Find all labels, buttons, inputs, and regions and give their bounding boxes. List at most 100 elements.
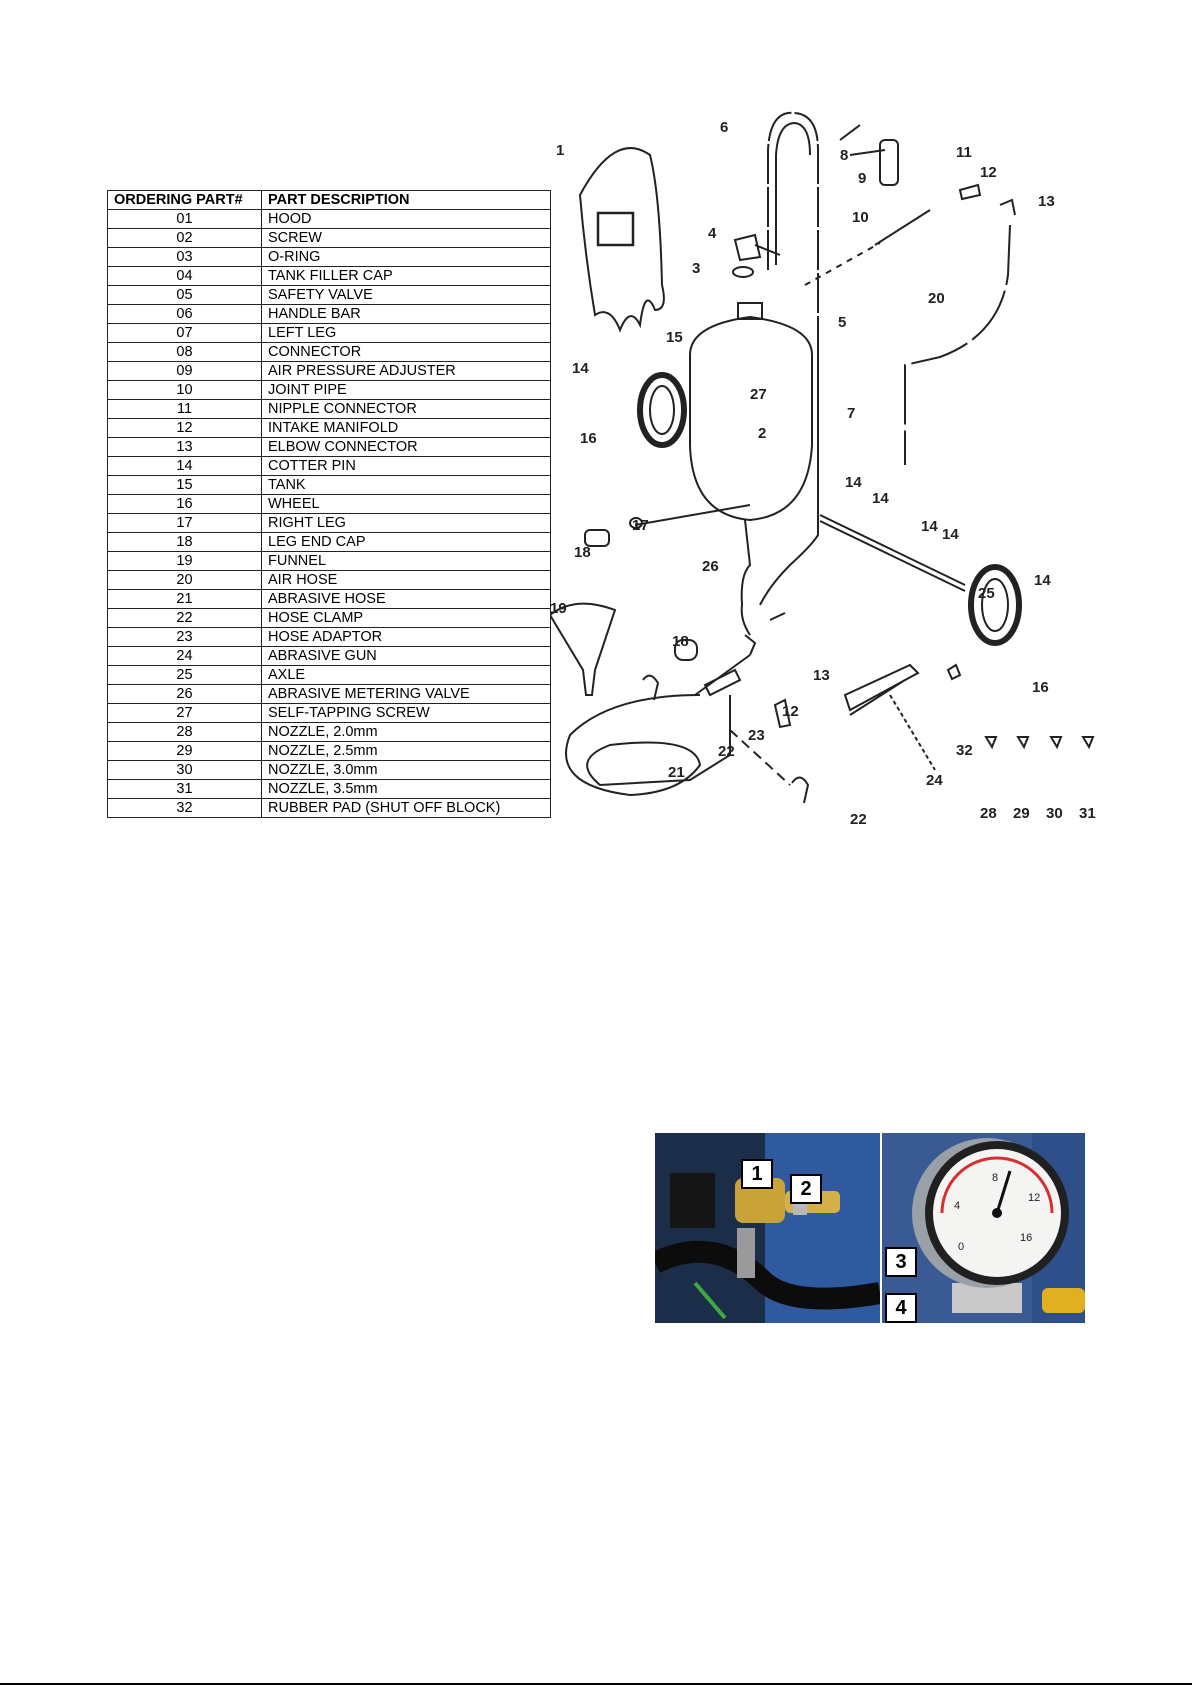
callout-14-d: 14 <box>921 518 938 535</box>
hood-window <box>596 211 635 247</box>
callout-14-left: 14 <box>572 360 589 377</box>
leg-end-cap-right <box>629 517 643 529</box>
photo-pressure-gauge-art: 0 4 8 12 16 <box>882 1133 1085 1323</box>
tank-drawing <box>689 315 813 522</box>
part-description-cell: INTAKE MANIFOLD <box>261 418 551 438</box>
header-part-number: ORDERING PART# <box>107 190 262 210</box>
photo-tag-3: 3 <box>885 1247 917 1277</box>
callout-25: 25 <box>978 585 995 602</box>
part-description-cell: WHEEL <box>261 494 551 514</box>
callout-13-lower: 13 <box>813 667 830 684</box>
callout-16-right: 16 <box>1032 679 1049 696</box>
part-number-cell: 32 <box>107 798 262 818</box>
left-wheel-drawing <box>637 372 687 448</box>
photo-air-connector: 1 2 <box>655 1133 880 1323</box>
rubber-pad-drawing <box>946 663 962 681</box>
part-description-cell: JOINT PIPE <box>261 380 551 400</box>
gauge-tick-16: 16 <box>1020 1232 1032 1244</box>
hose-clamp-upper <box>642 674 660 701</box>
abrasive-hose-coil <box>565 694 731 797</box>
photo-tag-4: 4 <box>885 1293 917 1323</box>
part-description-cell: NIPPLE CONNECTOR <box>261 399 551 419</box>
air-hose-drawing <box>904 224 1011 465</box>
part-number-cell: 14 <box>107 456 262 476</box>
part-description-cell: AIR HOSE <box>261 570 551 590</box>
part-number-cell: 07 <box>107 323 262 343</box>
part-number-cell: 17 <box>107 513 262 533</box>
callout-12-lower: 12 <box>782 703 799 720</box>
photo-air-connector-art <box>655 1133 880 1323</box>
callout-4: 4 <box>708 225 717 242</box>
callout-14-b: 14 <box>845 474 862 491</box>
gauge-tick-0: 0 <box>958 1241 964 1253</box>
part-number-cell: 08 <box>107 342 262 362</box>
part-number-cell: 05 <box>107 285 262 305</box>
photo-tag-2: 2 <box>790 1174 822 1204</box>
part-description-cell: HOSE CLAMP <box>261 608 551 628</box>
callout-labels: 1 6 8 9 11 12 13 10 4 3 20 5 15 14 27 7 … <box>550 119 1096 828</box>
callout-3: 3 <box>692 260 700 277</box>
part-number-cell: 13 <box>107 437 262 457</box>
filler-cap-drawing <box>733 233 781 262</box>
callout-10: 10 <box>852 209 869 226</box>
part-description-cell: TANK <box>261 475 551 495</box>
page-bottom-rule <box>0 1683 1192 1685</box>
part-description-cell: SAFETY VALVE <box>261 285 551 305</box>
callout-28: 28 <box>980 805 997 822</box>
part-description-cell: AXLE <box>261 665 551 685</box>
abrasive-hose-dash <box>729 729 791 786</box>
nozzle-30-drawing <box>1049 736 1063 750</box>
callout-15: 15 <box>666 329 683 346</box>
part-number-cell: 19 <box>107 551 262 571</box>
part-number-cell: 30 <box>107 760 262 780</box>
callout-19: 19 <box>550 600 567 617</box>
callout-18-lower: 18 <box>672 633 689 650</box>
gauge-tick-4: 4 <box>954 1200 960 1212</box>
part-number-cell: 09 <box>107 361 262 381</box>
part-description-cell: SELF-TAPPING SCREW <box>261 703 551 723</box>
callout-8: 8 <box>840 147 848 164</box>
manifold-lower-drawing <box>744 612 786 656</box>
part-description-cell: SCREW <box>261 228 551 248</box>
part-description-cell: RUBBER PAD (SHUT OFF BLOCK) <box>261 798 551 818</box>
handle-bar-inner <box>775 121 811 265</box>
part-description-cell: NOZZLE, 2.5mm <box>261 741 551 761</box>
abrasive-gun-nozzle <box>889 694 936 771</box>
header-part-description: PART DESCRIPTION <box>261 190 551 210</box>
part-description-cell: HANDLE BAR <box>261 304 551 324</box>
part-number-cell: 11 <box>107 399 262 419</box>
callout-20: 20 <box>928 290 945 307</box>
funnel-drawing <box>550 602 617 696</box>
part-number-cell: 28 <box>107 722 262 742</box>
part-number-cell: 02 <box>107 228 262 248</box>
nozzle-31-drawing <box>1081 736 1095 750</box>
callout-29: 29 <box>1013 805 1030 822</box>
part-number-cell: 25 <box>107 665 262 685</box>
part-description-cell: ABRASIVE METERING VALVE <box>261 684 551 704</box>
hose-adaptor-small <box>773 698 792 729</box>
callout-14-c: 14 <box>872 490 889 507</box>
right-wheel-hub <box>981 578 1009 632</box>
abrasive-hose-upper <box>694 654 751 696</box>
metering-valve-drawing <box>740 519 752 636</box>
